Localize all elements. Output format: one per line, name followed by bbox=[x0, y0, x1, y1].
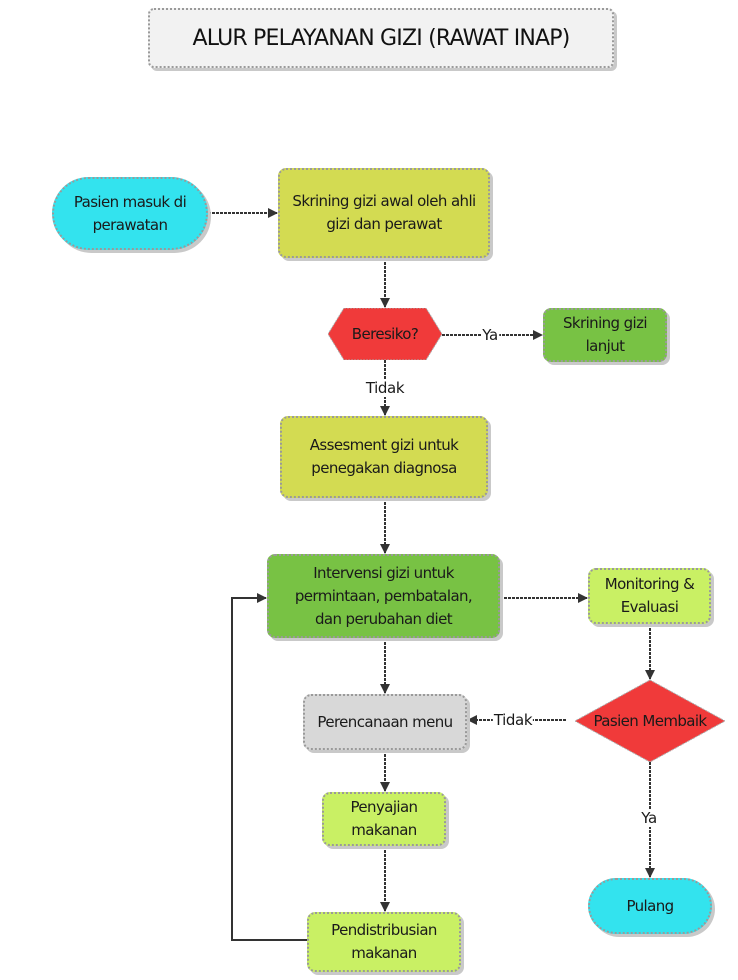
node-intervensi: Intervensi gizi untuk permintaan, pembat… bbox=[267, 554, 500, 638]
node-skrining-awal: Skrining gizi awal oleh ahli gizi dan pe… bbox=[278, 168, 490, 258]
decision-pasien-membaik: Pasien Membaik bbox=[575, 680, 725, 762]
label-membaik-tidak: Tidak bbox=[492, 711, 534, 729]
node-assesment: Assesment gizi untuk penegakan diagnosa bbox=[280, 416, 488, 498]
diagram-title: ALUR PELAYANAN GIZI (RAWAT INAP) bbox=[148, 8, 614, 68]
label-beresiko-ya: Ya bbox=[481, 326, 499, 344]
label-beresiko-tidak: Tidak bbox=[364, 379, 406, 397]
node-pulang: Pulang bbox=[588, 878, 712, 934]
label-membaik-ya: Ya bbox=[640, 809, 658, 827]
node-skrining-lanjut: Skrining gizi lanjut bbox=[543, 308, 667, 362]
decision-beresiko: Beresiko? bbox=[328, 308, 442, 360]
node-pendistribusian: Pendistribusian makanan bbox=[307, 912, 461, 972]
node-perencanaan: Perencanaan menu bbox=[303, 694, 467, 750]
node-monitoring: Monitoring & Evaluasi bbox=[588, 568, 711, 624]
arrow-feedback-loop bbox=[231, 593, 307, 941]
node-penyajian: Penyajian makanan bbox=[322, 792, 446, 846]
node-pasien-masuk: Pasien masuk di perawatan bbox=[52, 177, 208, 250]
